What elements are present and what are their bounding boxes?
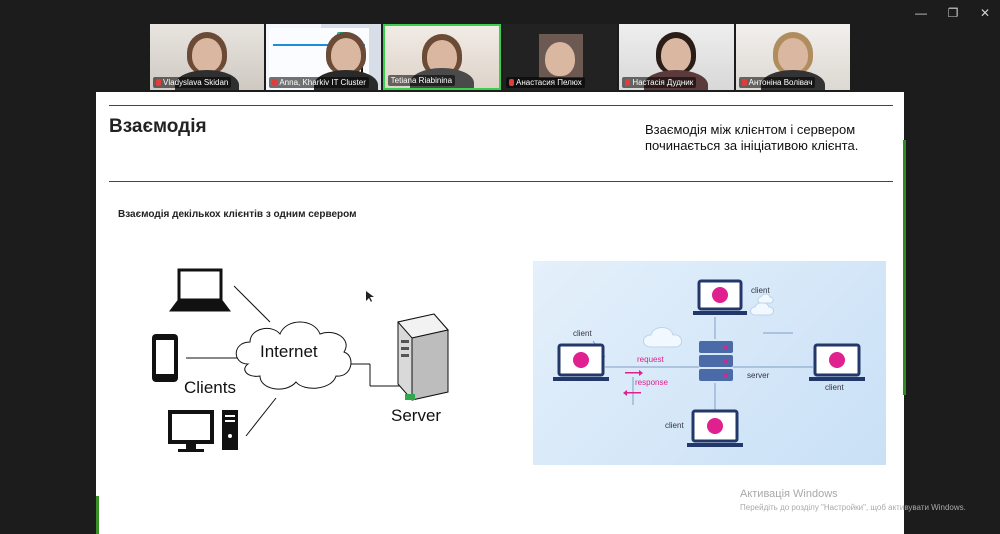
section-heading: Взаємодія декількох клієнтів з одним сер…: [118, 209, 357, 220]
close-icon[interactable]: ✕: [979, 6, 991, 20]
laptop-client-icon: [553, 343, 609, 381]
participant-tile[interactable]: Anna, Kharkiv IT Cluster: [266, 24, 381, 90]
participant-name: Настасія Дудник: [622, 77, 697, 88]
participant-name: Антоніна Волівач: [738, 77, 816, 88]
client-label: client: [573, 329, 592, 338]
participant-name: Tetiana Riabinina: [387, 75, 456, 86]
windows-activation-watermark: Активація Windows Перейдіть до розділу "…: [740, 488, 966, 512]
slide-accent-bar: [903, 140, 906, 395]
request-label: request: [637, 355, 664, 364]
shared-slide: Взаємодія Взаємодія між клієнтом і серве…: [96, 92, 904, 534]
connection-lines: [186, 285, 402, 437]
response-arrow-icon: [623, 390, 641, 396]
response-label: response: [635, 378, 668, 387]
mic-muted-icon: [625, 79, 631, 86]
client-server-diagram: Internet Clients Server: [136, 252, 466, 462]
laptop-icon: [169, 268, 231, 312]
window-controls: — ❐ ✕: [914, 6, 992, 20]
cloud-icon: [643, 293, 774, 348]
server-label: server: [747, 371, 770, 380]
participant-tile[interactable]: Анастасия Пелюх: [502, 24, 618, 90]
internet-label: Internet: [260, 342, 318, 361]
server-icon: [397, 313, 449, 401]
participant-name: Vladyslava Skidan: [153, 77, 232, 88]
slide-title: Взаємодія: [109, 116, 207, 137]
participant-tile[interactable]: Антоніна Волівач: [735, 24, 850, 90]
participant-name: Анастасия Пелюх: [505, 77, 585, 88]
mic-muted-icon: [741, 79, 747, 86]
mouse-cursor-icon: [366, 291, 374, 302]
server-rack-icon: [699, 341, 733, 381]
minimize-icon[interactable]: —: [915, 6, 927, 20]
mic-muted-icon: [156, 79, 161, 86]
server-label: Server: [391, 406, 442, 425]
phone-icon: [152, 334, 178, 382]
client-label: client: [825, 383, 844, 392]
internet-cloud-icon: [235, 321, 352, 390]
mic-muted-icon: [508, 79, 514, 86]
request-arrow-icon: [625, 370, 643, 376]
desktop-icon: [168, 410, 238, 452]
clients-label: Clients: [184, 378, 236, 397]
laptop-client-icon: [687, 409, 743, 447]
divider: [109, 105, 893, 106]
client-label: client: [751, 286, 770, 295]
participant-tile-active[interactable]: Tetiana Riabinina: [382, 24, 501, 90]
client-server-illustration: client client client client server reque…: [533, 261, 886, 465]
participant-tile[interactable]: Vladyslava Skidan: [150, 24, 265, 90]
participant-strip: Vladyslava Skidan Anna, Kharkiv IT Clust…: [150, 24, 850, 90]
participant-tile[interactable]: Настасія Дудник: [619, 24, 734, 90]
laptop-client-icon: [693, 279, 747, 315]
mic-muted-icon: [272, 79, 278, 86]
client-label: client: [665, 421, 684, 430]
slide-subtitle: Взаємодія між клієнтом і сервером почина…: [645, 122, 859, 153]
restore-icon[interactable]: ❐: [947, 6, 959, 20]
participant-name: Anna, Kharkiv IT Cluster: [269, 77, 369, 88]
divider: [109, 181, 893, 182]
laptop-client-icon: [809, 343, 865, 381]
slide-accent-bar: [96, 496, 99, 534]
